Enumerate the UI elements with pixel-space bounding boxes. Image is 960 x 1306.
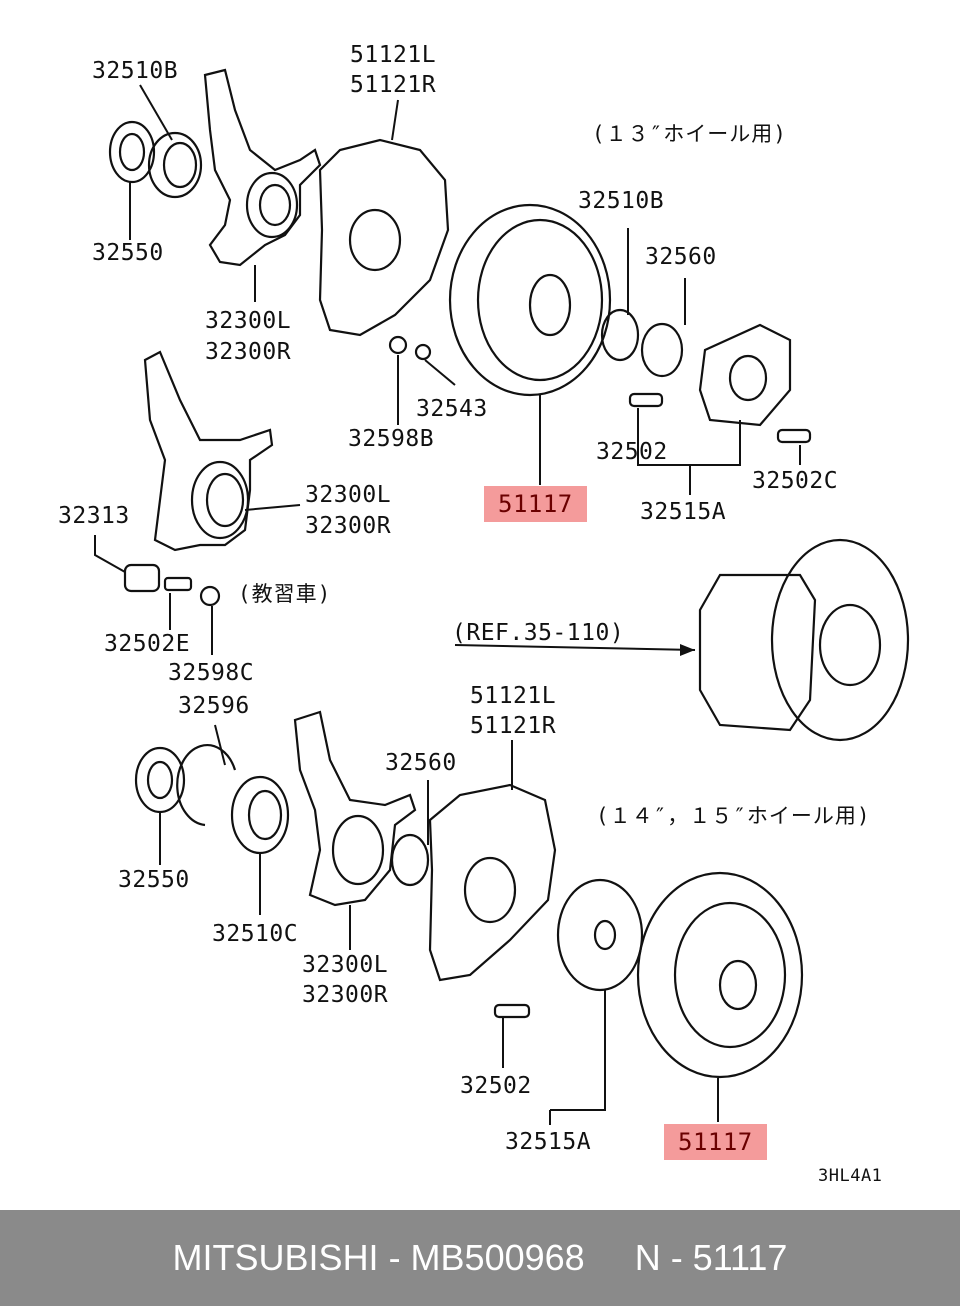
part-label: 32510B xyxy=(578,188,665,214)
wheel-size-note: (１３″ホイール用) xyxy=(592,122,787,146)
part-label: 32300R xyxy=(205,339,292,365)
part-label: 51121L xyxy=(350,42,437,68)
part-label: 32560 xyxy=(645,244,717,270)
hub-32515A-bot xyxy=(556,878,644,992)
seal-32550-top xyxy=(108,120,156,184)
highlighted-part-label: 51117 xyxy=(484,486,587,522)
part-label: 32515A xyxy=(505,1129,592,1155)
footer-bar: MITSUBISHI - MB500968 N - 51117 xyxy=(0,1210,960,1306)
nut-32598C xyxy=(199,585,221,607)
part-label: 32510C xyxy=(212,921,299,947)
diagram-code: 3HL4A1 xyxy=(818,1166,883,1186)
part-label: 51121L xyxy=(470,683,557,709)
nut-32598B xyxy=(388,335,408,355)
nut-32543 xyxy=(414,343,432,361)
part-label: 32502 xyxy=(596,439,668,465)
bolt-32502E xyxy=(163,576,193,592)
part-label: 32300L xyxy=(205,308,292,334)
exploded-view-drawing xyxy=(94,68,910,1125)
bearing-32560-bot xyxy=(390,833,430,887)
part-label: 32550 xyxy=(118,867,190,893)
part-label: 32313 xyxy=(58,503,130,529)
bearing-32560-top xyxy=(640,322,684,378)
part-label: 32560 xyxy=(385,750,457,776)
dust-shield-51121-bot xyxy=(428,783,557,982)
footer-part-text: MITSUBISHI - MB500968 N - 51117 xyxy=(172,1237,788,1278)
knuckle-32300-bot xyxy=(293,710,417,907)
part-label: 32543 xyxy=(416,396,488,422)
part-label: 32550 xyxy=(92,240,164,266)
knuckle-32300-top xyxy=(203,68,322,267)
bushing-32313 xyxy=(123,563,161,593)
part-label: 32598C xyxy=(168,660,255,686)
hub-bolt-32502-top xyxy=(628,392,664,408)
hub-bolt-32502C xyxy=(776,428,812,444)
parts-diagram: 32510B 51121L 51121R (１３″ホイール用) 32510B 3… xyxy=(58,42,910,1186)
part-label: 32300L xyxy=(302,952,389,978)
part-label: 32510B xyxy=(92,58,179,84)
bearing-32510B-mid xyxy=(600,308,640,362)
caliper-assembly xyxy=(698,538,910,742)
part-label: 32502 xyxy=(460,1073,532,1099)
part-label: 51121R xyxy=(470,713,557,739)
part-label: 32598B xyxy=(348,426,435,452)
bearing-32510B-top xyxy=(147,131,203,199)
part-label: 32502C xyxy=(752,468,839,494)
bearing-32510C xyxy=(230,775,290,855)
part-label: 32300L xyxy=(305,482,392,508)
reference-label: (REF.35-110) xyxy=(452,620,625,646)
dust-shield-51121-top xyxy=(318,138,450,337)
part-label: 32515A xyxy=(640,499,727,525)
part-label: 32596 xyxy=(178,693,250,719)
driving-school-note: (教習車) xyxy=(238,582,332,606)
hub-32515A-top xyxy=(698,323,792,427)
part-label: 51121R xyxy=(350,72,437,98)
snap-ring-32596 xyxy=(176,744,237,827)
wheel-size-note: (１４″，１５″ホイール用) xyxy=(596,804,871,828)
hub-bolt-32502-bot xyxy=(493,1003,531,1019)
highlighted-part-label: 51117 xyxy=(664,1124,767,1160)
part-label: 32300R xyxy=(302,982,389,1008)
part-label: 32300R xyxy=(305,513,392,539)
knuckle-32300-mid xyxy=(143,350,274,552)
part-label: 32502E xyxy=(104,631,191,657)
brake-disc-51117-top xyxy=(448,203,612,397)
brake-disc-51117-bot xyxy=(636,871,804,1079)
